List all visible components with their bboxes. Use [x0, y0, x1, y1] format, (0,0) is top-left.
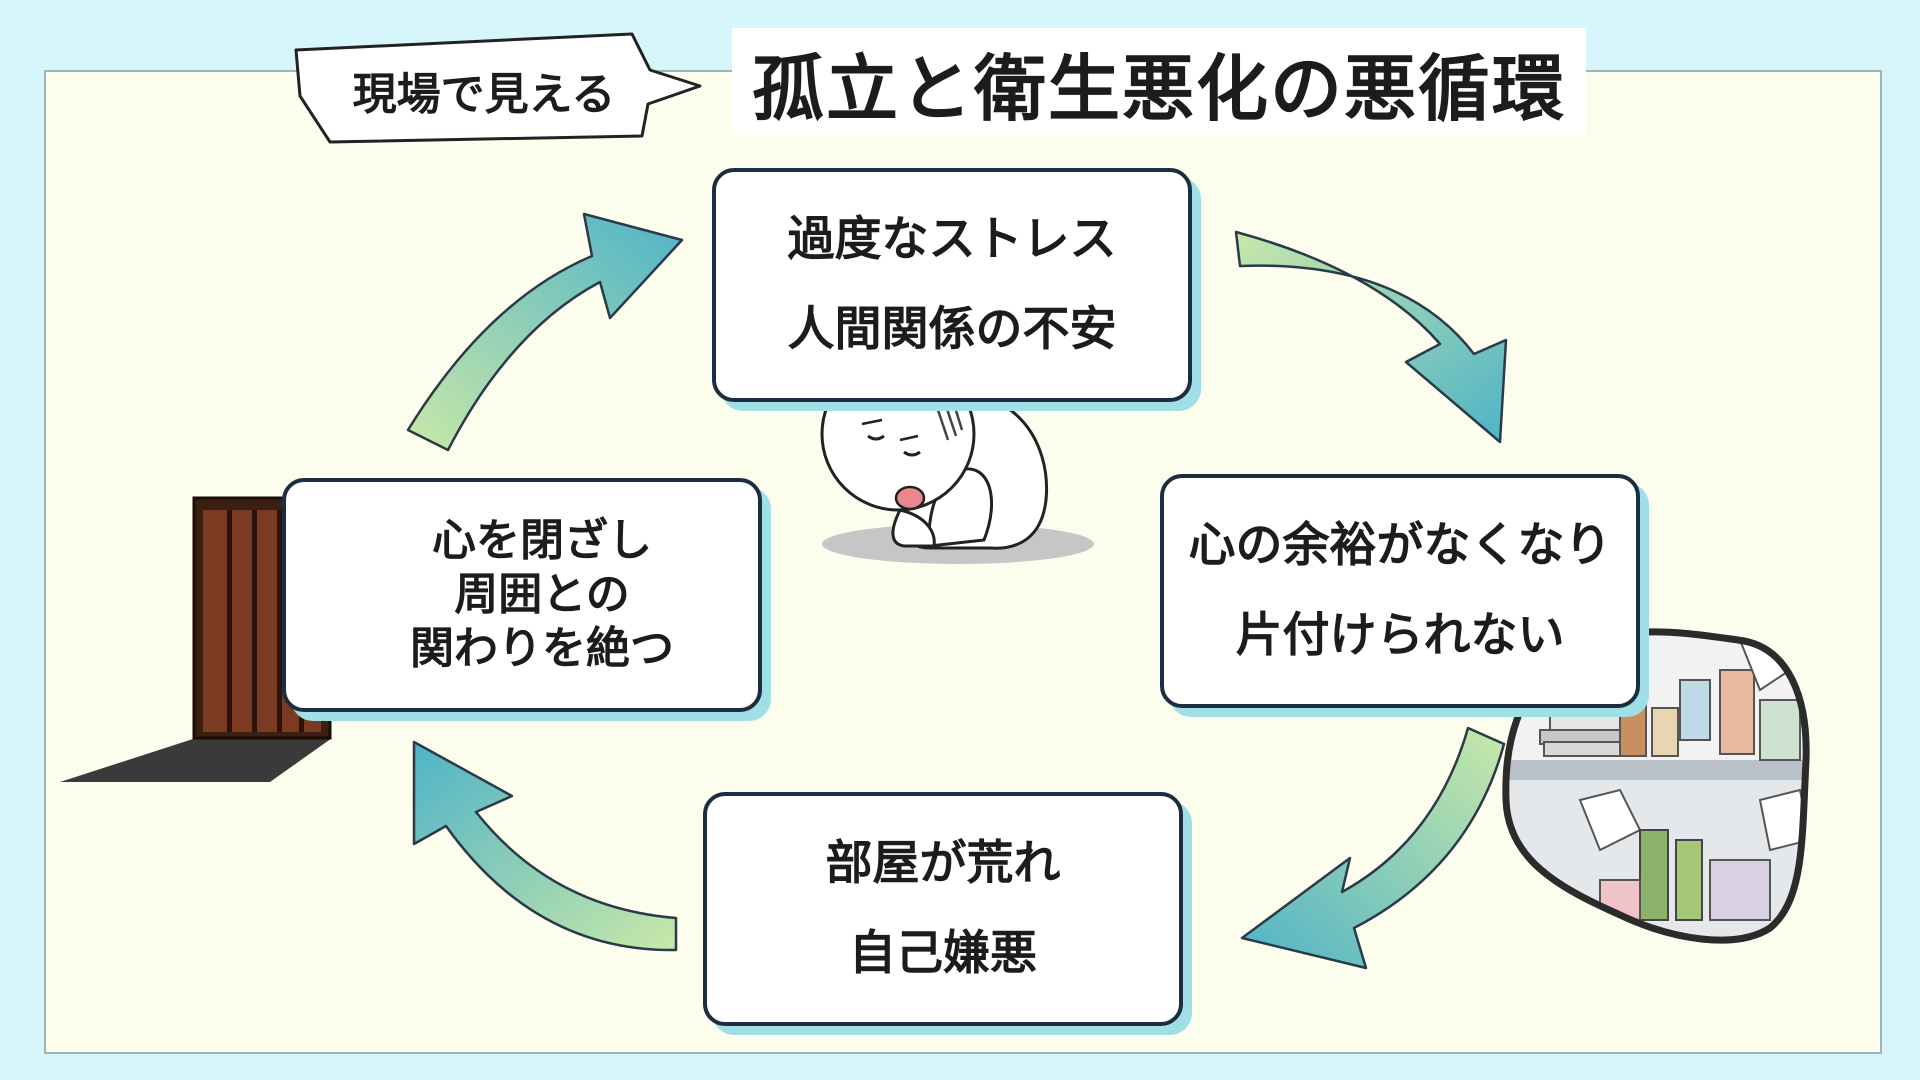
node-top: 過度なストレス 人間関係の不安: [712, 168, 1192, 402]
node-bottom-line-2: 自己嫌悪: [849, 926, 1037, 981]
node-left-line-3: 関わりを絶つ: [410, 623, 674, 674]
node-right: 心の余裕がなくなり 片付けられない: [1160, 474, 1640, 708]
node-right-line-1: 心の余裕がなくなり: [1188, 518, 1612, 573]
node-left-line-1: 心を閉ざし: [432, 515, 652, 566]
node-top-line-1: 過度なストレス: [787, 212, 1117, 267]
node-bottom: 部屋が荒れ 自己嫌悪: [703, 792, 1183, 1026]
node-top-line-2: 人間関係の不安: [787, 302, 1117, 357]
arrow-bottom-to-left: [412, 740, 678, 952]
arrow-top-to-right: [1234, 230, 1508, 444]
node-left: 心を閉ざし 周囲との 関わりを絶つ: [282, 478, 762, 712]
node-right-line-2: 片付けられない: [1235, 608, 1565, 663]
node-bottom-line-1: 部屋が荒れ: [825, 836, 1061, 891]
tag-badge: [294, 32, 702, 144]
arrow-right-to-bottom: [1240, 726, 1506, 970]
diagram-title: 孤立と衛生悪化の悪循環: [732, 28, 1586, 136]
node-left-line-2: 周囲との: [454, 569, 630, 620]
arrow-left-to-top: [406, 212, 684, 452]
tag-label: 現場で見える: [352, 69, 616, 120]
